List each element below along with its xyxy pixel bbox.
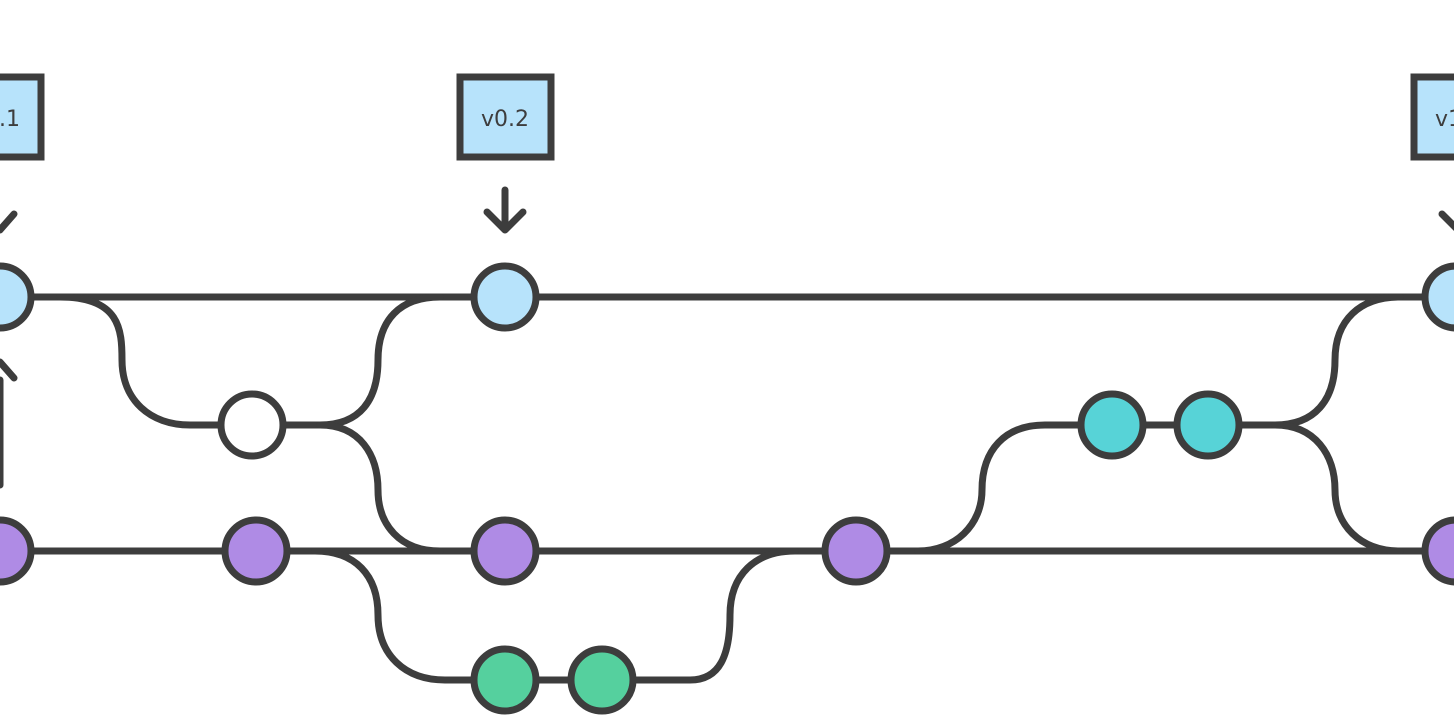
tag-label: v0.1: [0, 107, 20, 132]
tag-v0-2: v0.2: [456, 73, 555, 161]
down-arrow-icon: [0, 210, 18, 234]
release-branch-line: [914, 421, 1279, 555]
tag-box: [0, 73, 45, 161]
master-commit: [0, 262, 35, 332]
release-commit: [1173, 390, 1243, 460]
release-merge-develop-line: [1271, 421, 1404, 555]
tag-v1-0: v1.0: [1410, 73, 1454, 161]
hotfix-commit: [217, 390, 287, 460]
feature-commit: [567, 645, 637, 715]
feature-commit: [470, 645, 540, 715]
tag-label: v0.2: [481, 107, 529, 132]
develop-commit: [470, 516, 540, 586]
master-commit: [1421, 262, 1454, 332]
hotfix-branch-line: [56, 293, 324, 429]
develop-commit: [0, 516, 35, 586]
release-commit: [1077, 390, 1147, 460]
down-arrow-icon: [1438, 210, 1454, 231]
hotfix-merge-develop-line: [316, 421, 444, 555]
develop-commit: [821, 516, 891, 586]
develop-commit: [221, 516, 291, 586]
tag-v0-1: v0.1: [0, 73, 45, 161]
up-arrow-icon: [0, 358, 18, 489]
tag-box: [456, 73, 555, 161]
master-commit: [470, 262, 540, 332]
develop-commit: [1421, 516, 1454, 586]
release-merge-master-line: [1271, 293, 1404, 429]
feature-branch-line: [311, 547, 799, 684]
down-arrow-icon: [483, 186, 527, 234]
hotfix-merge-master-line: [316, 293, 444, 429]
tag-label: v1.0: [1435, 107, 1454, 132]
tag-box: [1410, 73, 1454, 161]
